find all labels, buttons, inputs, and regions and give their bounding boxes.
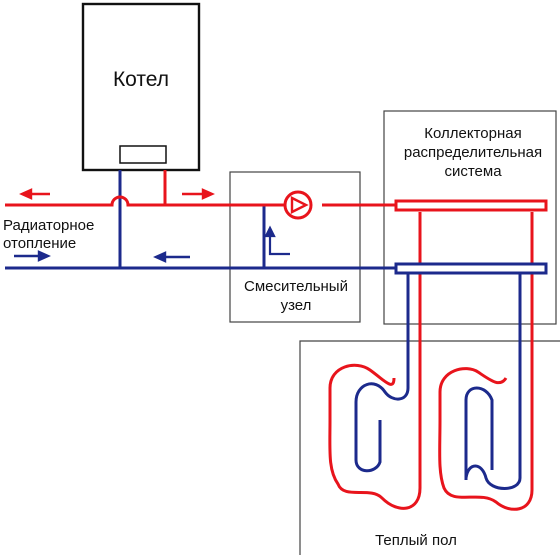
arrow-return-in-right — [14, 250, 51, 262]
arrow-supply-right — [182, 188, 215, 200]
flow-arrow-icon — [14, 188, 290, 263]
supply-manifold — [394, 199, 548, 212]
collector-box — [383, 110, 557, 325]
collector-label-line3: система — [444, 163, 502, 180]
floor-loop-right-return — [464, 274, 522, 490]
radiator-label-line1: Радиаторное — [3, 217, 94, 234]
floor-loop-right-supply — [438, 212, 534, 511]
boiler-label: Котел — [113, 68, 169, 91]
mixing-label-line1: Смесительный — [244, 278, 348, 295]
boiler-display — [119, 145, 167, 164]
return-pipes — [5, 170, 522, 490]
circulation-pump-icon — [283, 190, 313, 220]
boiler-box — [81, 2, 201, 172]
supply-main-line — [5, 195, 288, 207]
supply-pipes — [5, 170, 534, 511]
floor-loop-left-supply — [328, 212, 422, 510]
arrow-bypass-up — [264, 225, 290, 256]
arrow-return-left — [153, 251, 190, 263]
collector-label-line2: распределительная — [404, 144, 542, 161]
floor-loop-left-return — [354, 274, 410, 473]
arrow-supply-out-left — [19, 188, 50, 200]
floor-label: Теплый пол — [375, 532, 457, 549]
floor-box — [299, 340, 560, 555]
radiator-label-line2: отопление — [3, 235, 76, 252]
return-manifold — [394, 262, 548, 275]
collector-label-line1: Коллекторная — [424, 125, 521, 142]
mixing-label-line2: узел — [281, 297, 312, 314]
